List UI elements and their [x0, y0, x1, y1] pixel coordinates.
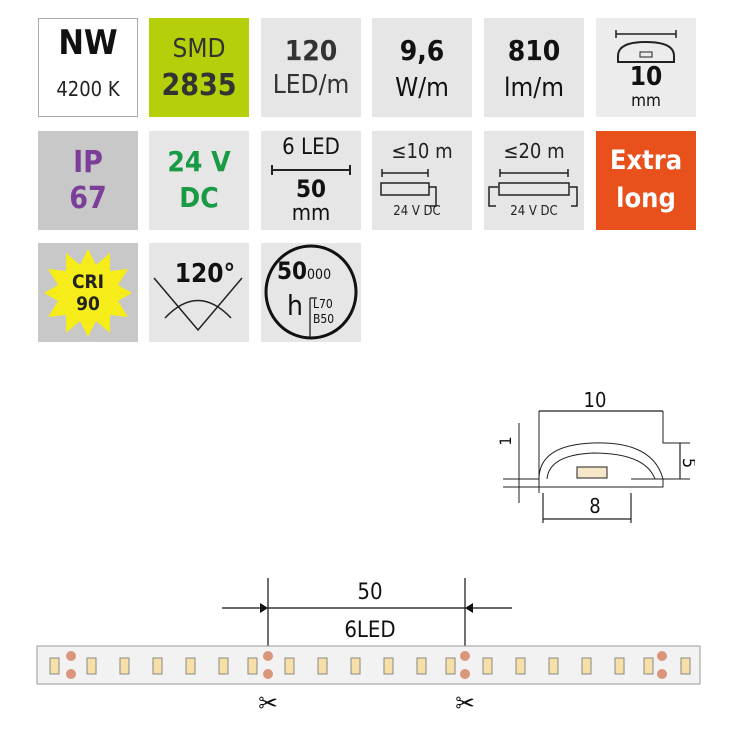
solder-pad — [66, 669, 76, 679]
led-chip — [247, 657, 258, 675]
tile-chip: SMD 2835 — [149, 18, 249, 117]
cri-label: CRI — [71, 271, 105, 293]
profile-base: 8 — [589, 494, 600, 518]
beam-angle-icon — [153, 277, 243, 332]
life-small: 000 — [307, 267, 332, 283]
flux-value: 810 — [507, 34, 561, 67]
segment-unit: mm — [291, 201, 331, 226]
lifetime-circle — [264, 244, 358, 340]
tile-power: 9,6 W/m — [372, 18, 472, 117]
led-chip — [614, 657, 625, 675]
density-value: 120 — [284, 34, 338, 67]
scissors-icon: ✂ — [455, 689, 475, 719]
profile-drawing: 10 5 1 8 — [496, 388, 695, 523]
tile-cri: CRI 90 — [38, 243, 138, 342]
tile-ip: IP 67 — [38, 131, 138, 230]
led-chip — [680, 657, 691, 675]
led-chip — [416, 657, 427, 675]
extra-line2: long — [616, 183, 676, 214]
extra-line1: Extra — [609, 145, 683, 176]
color-temp: 4200 K — [56, 77, 120, 101]
profile-icon — [615, 30, 677, 63]
led-chip — [482, 657, 493, 675]
tile-feed-double: ≤20 m 24 V DC — [484, 131, 584, 230]
solder-pad — [657, 669, 667, 679]
scissors-icon: ✂ — [258, 689, 278, 719]
tile-feed-single: ≤10 m 24 V DC — [372, 131, 472, 230]
solder-pad — [460, 651, 470, 661]
power-unit: W/m — [395, 73, 449, 103]
life-big: 50 — [277, 257, 308, 285]
profile-width: 10 — [584, 388, 607, 412]
tile-extra-long: Extra long — [596, 131, 696, 230]
feed1-volt: 24 V DC — [393, 204, 441, 219]
led-chip — [218, 657, 229, 675]
tile-angle: 120° — [149, 243, 249, 342]
led-chip — [317, 657, 328, 675]
cri-value: 90 — [76, 293, 100, 315]
tile-segment: 6 LED 50 mm — [261, 131, 361, 230]
solder-pad — [66, 651, 76, 661]
color-name: NW — [58, 23, 118, 63]
tile-voltage: 24 V DC — [149, 131, 249, 230]
chip-label: SMD — [172, 34, 226, 64]
strip-pitch: 50 — [357, 580, 382, 605]
led-strip — [36, 645, 701, 685]
voltage-value: 24 V — [167, 145, 231, 178]
led-chip — [581, 657, 592, 675]
width-value: 10 — [629, 62, 663, 92]
led-chip — [284, 657, 295, 675]
tile-color: NW 4200 K — [38, 18, 138, 117]
profile-height: 5 — [678, 458, 695, 468]
double-feed-icon — [488, 169, 578, 207]
ip-label: IP — [73, 145, 103, 180]
feed2-max: ≤20 m — [503, 139, 565, 163]
density-unit: LED/m — [272, 70, 350, 100]
voltage-type: DC — [179, 181, 219, 214]
led-chip — [86, 657, 97, 675]
angle-value: 120° — [174, 259, 236, 289]
led-chip — [548, 657, 559, 675]
led-chip — [152, 657, 163, 675]
led-chip — [49, 657, 60, 675]
solder-pad — [657, 651, 667, 661]
led-chip — [643, 657, 654, 675]
single-feed-icon — [380, 169, 437, 207]
ip-value: 67 — [69, 181, 107, 216]
feed2-volt: 24 V DC — [510, 204, 558, 219]
life-l70: L70 — [313, 297, 333, 311]
solder-pad — [460, 669, 470, 679]
tile-width: 10 mm — [596, 18, 696, 117]
led-chip — [119, 657, 130, 675]
led-chip — [445, 657, 456, 675]
life-b50: B50 — [313, 312, 335, 326]
strip-drawing: 50 6LED ✂ ✂ — [36, 578, 701, 719]
led-chip — [383, 657, 394, 675]
solder-pad — [263, 669, 273, 679]
tile-density: 120 LED/m — [261, 18, 361, 117]
chip-value: 2835 — [161, 68, 237, 103]
profile-thickness: 1 — [496, 436, 515, 445]
flux-unit: lm/m — [504, 73, 564, 103]
led-chip — [515, 657, 526, 675]
segment-leds: 6 LED — [282, 135, 340, 160]
power-value: 9,6 — [399, 34, 445, 67]
segment-dimension-line — [271, 165, 351, 175]
tile-flux: 810 lm/m — [484, 18, 584, 117]
feed1-max: ≤10 m — [391, 139, 453, 163]
strip-leds: 6LED — [344, 618, 395, 643]
segment-length: 50 — [295, 175, 327, 203]
led-chip — [185, 657, 196, 675]
solder-pad — [263, 651, 273, 661]
life-h: h — [287, 289, 303, 322]
star-burst-icon — [44, 249, 132, 337]
tile-lifetime: 50000 h L70 B50 — [261, 243, 361, 342]
led-chip — [350, 657, 361, 675]
width-unit: mm — [631, 91, 661, 111]
